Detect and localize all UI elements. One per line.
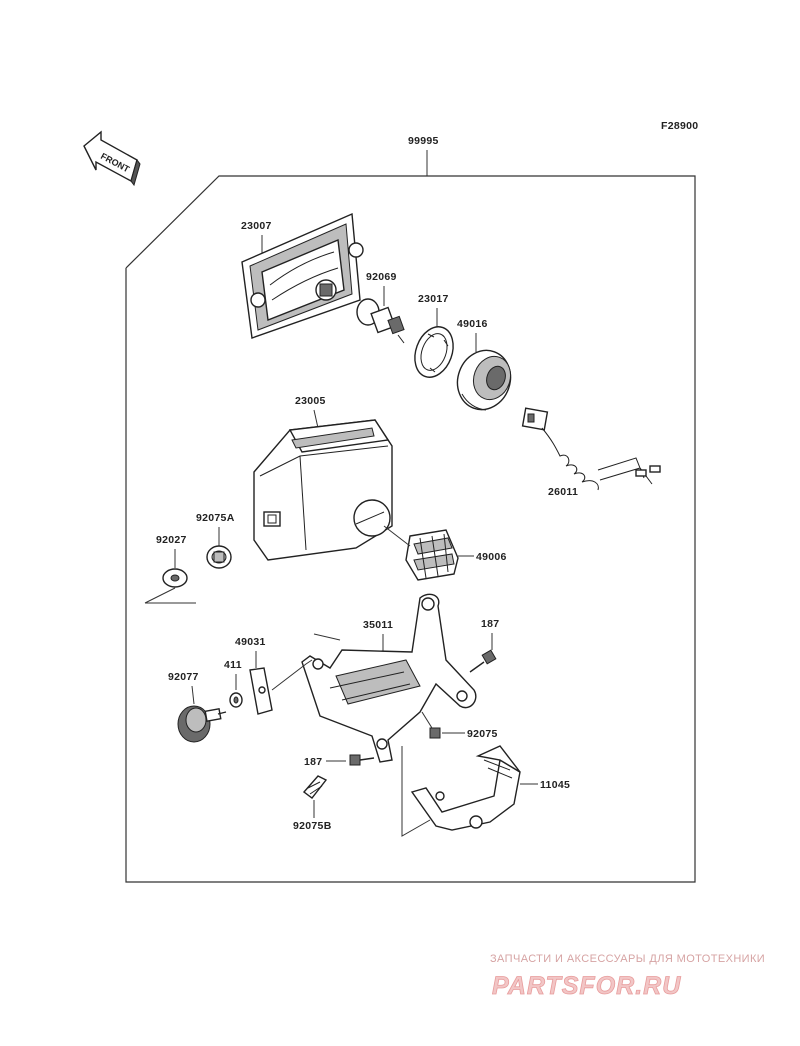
socket-ring-23017: 23017: [414, 293, 454, 378]
clip-92075: 92075: [421, 711, 498, 740]
boot-cover-49016: 49016: [456, 318, 512, 411]
wiring-harness-26011: 26011: [521, 407, 661, 498]
lower-bracket-11045: 11045: [401, 745, 570, 837]
bulb-92069: 92069: [356, 271, 405, 344]
housing-23005: 23005: [253, 395, 393, 561]
bolt-187-lower: 187: [304, 754, 375, 768]
label-35011: 35011: [363, 619, 393, 631]
rubber-boot-49006: 49006: [383, 525, 507, 581]
label-92069: 92069: [366, 271, 397, 283]
label-92075B: 92075B: [293, 820, 332, 832]
washer-92027: 92027: [144, 534, 196, 604]
watermark-tagline: ЗАПЧАСТИ И АКСЕССУАРЫ ДЛЯ МОТОТЕХНИКИ: [490, 953, 765, 965]
washer-411: 411: [224, 659, 243, 708]
headlight-lens-23007: 23007: [241, 212, 364, 339]
bolt-187-upper: 187: [469, 618, 499, 673]
label-23007: 23007: [241, 220, 272, 232]
bracket-35011: 35011: [301, 593, 477, 763]
knob-92077: 92077: [168, 671, 227, 743]
label-49006: 49006: [476, 551, 507, 563]
label-23017: 23017: [418, 293, 449, 305]
label-187-lower: 187: [304, 756, 322, 768]
plate-49031: 49031: [235, 633, 341, 715]
grommet-92075A: 92075A: [196, 512, 235, 569]
label-49016: 49016: [457, 318, 488, 330]
label-92077: 92077: [168, 671, 199, 683]
label-49031: 49031: [235, 636, 266, 648]
label-99995: 99995: [408, 135, 439, 147]
figure-id: F28900: [661, 120, 698, 132]
label-92027: 92027: [156, 534, 187, 546]
label-26011: 26011: [548, 486, 578, 498]
label-92075A: 92075A: [196, 512, 235, 524]
watermark-logo: PARTSFOR.RU: [492, 972, 681, 1000]
watermark: ЗАПЧАСТИ И АКСЕССУАРЫ ДЛЯ МОТОТЕХНИКИ PA…: [490, 953, 765, 1000]
front-arrow-icon: FRONT: [83, 130, 141, 187]
wire-clip-92075B: 92075B: [293, 775, 332, 832]
label-411: 411: [224, 659, 242, 671]
label-11045: 11045: [540, 779, 570, 791]
label-187-upper: 187: [481, 618, 499, 630]
assembly-frame: 99995: [125, 135, 696, 883]
label-92075: 92075: [467, 728, 498, 740]
label-23005: 23005: [295, 395, 326, 407]
